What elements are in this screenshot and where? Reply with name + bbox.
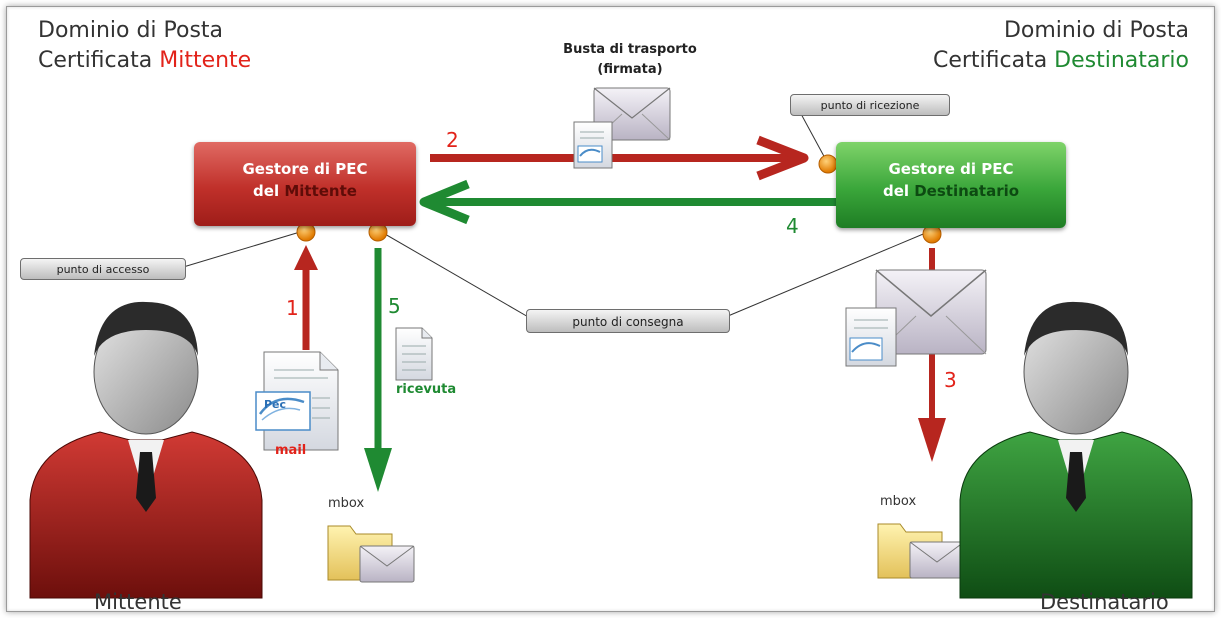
recipient-domain-line1: Dominio di Posta	[1003, 18, 1189, 43]
envelope-label-line1: Busta di trasporto	[563, 42, 697, 57]
delivery-point-tag: punto di consegna	[526, 309, 730, 333]
receipt-label: ricevuta	[396, 382, 457, 397]
sender-domain-line1: Dominio di Posta	[38, 18, 224, 43]
access-connector-line	[179, 231, 301, 269]
step-4-number: 4	[786, 214, 799, 238]
step-2-number: 2	[446, 128, 459, 152]
delivered-envelope-icon	[845, 269, 987, 367]
arrow-5	[364, 248, 392, 492]
diagram-frame	[6, 6, 1215, 612]
sender-domain-line2: Certificata Mittente	[38, 46, 251, 76]
step-1-number: 1	[286, 296, 299, 320]
recipient-label: Destinatario	[1040, 590, 1169, 614]
transport-envelope-icon	[573, 87, 671, 169]
recipient-domain-prefix: Certificata	[932, 48, 1055, 73]
envelope-label-line2: (firmata)	[597, 62, 663, 77]
arrow-2	[430, 135, 809, 181]
sender-manager-line1: Gestore di PEC	[242, 160, 368, 178]
sender-person-icon	[29, 301, 263, 599]
sender-domain-prefix: Certificata	[38, 48, 160, 73]
access-point-tag: punto di accesso	[20, 258, 186, 280]
reception-connector-line	[799, 111, 827, 161]
recipient-domain-title: Dominio di Posta Certificata Destinatari…	[933, 16, 1189, 76]
recipient-manager-line2: del Destinatario	[836, 180, 1066, 202]
sender-label: Mittente	[94, 590, 182, 614]
recipient-person-icon	[959, 301, 1193, 599]
mbox-label-right: mbox	[880, 494, 917, 509]
envelope-label: Busta di trasporto (firmata)	[545, 40, 715, 80]
sender-manager-highlight: Mittente	[284, 182, 357, 200]
step-3-number: 3	[944, 368, 957, 392]
recipient-manager-highlight: Destinatario	[914, 182, 1020, 200]
sender-manager-line2: del Mittente	[194, 180, 416, 202]
arrow-1	[294, 245, 318, 350]
sender-domain-title: Dominio di Posta Certificata Mittente	[38, 16, 251, 76]
mbox-folder-icon-left	[327, 525, 415, 583]
delivery-connector-line-left	[377, 229, 531, 319]
sender-domain-highlight: Mittente	[159, 48, 252, 73]
recipient-domain-highlight: Destinatario	[1054, 48, 1189, 73]
recipient-domain-line2: Certificata Destinatario	[933, 46, 1189, 76]
step-5-number: 5	[388, 294, 401, 318]
mbox-label-left: mbox	[328, 496, 365, 511]
mail-label: mail	[275, 443, 307, 458]
connector-lines	[179, 111, 929, 319]
mbox-folder-icon-right	[877, 523, 965, 579]
recipient-manager-line1: Gestore di PEC	[888, 160, 1014, 178]
pec-logo: Pec	[264, 398, 287, 411]
mail-document-icon	[255, 351, 339, 451]
recipient-manager-box: Gestore di PEC del Destinatario	[836, 142, 1066, 228]
arrow-4	[419, 179, 836, 225]
receipt-document-icon	[395, 327, 433, 381]
reception-point-tag: punto di ricezione	[790, 94, 950, 116]
recipient-manager-prefix: del	[882, 182, 915, 200]
sender-manager-prefix: del	[253, 182, 285, 200]
sender-manager-box: Gestore di PEC del Mittente	[194, 142, 416, 226]
reception-point-dot	[818, 154, 838, 174]
delivery-connector-line-right	[727, 231, 929, 317]
